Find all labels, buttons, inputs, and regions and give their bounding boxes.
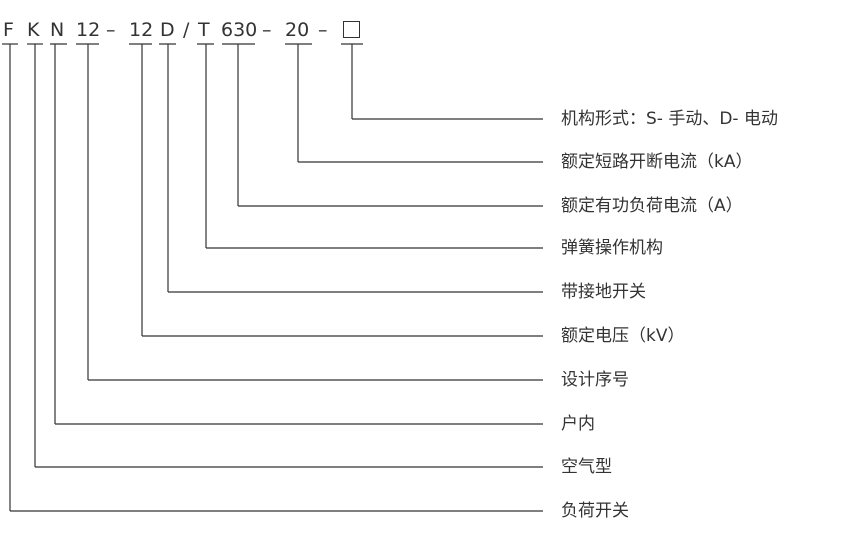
desc-rated-short-circuit: 额定短路开断电流（kA） (561, 152, 753, 172)
desc-mechanism-form: 机构形式：S- 手动、D- 电动 (561, 109, 778, 129)
desc-design-serial: 设计序号 (561, 370, 629, 390)
desc-spring-mechanism: 弹簧操作机构 (561, 238, 663, 258)
code-F: F (3, 19, 14, 41)
code-current: 630 (221, 19, 258, 41)
desc-indoor: 户内 (561, 414, 595, 434)
code-break-current: 20 (285, 19, 310, 41)
mechanism-placeholder-box (343, 21, 360, 38)
code-N: N (50, 19, 65, 41)
desc-load-switch: 负荷开关 (561, 501, 629, 521)
code-dash-1: – (106, 19, 116, 41)
code-D: D (160, 19, 175, 41)
code-dash-2: – (262, 19, 272, 41)
code-slash: / (183, 19, 190, 41)
desc-air-type: 空气型 (561, 457, 612, 477)
code-K: K (27, 19, 40, 41)
code-T: T (198, 19, 210, 41)
desc-rated-voltage: 额定电压（kV） (561, 326, 685, 346)
desc-earthing-switch: 带接地开关 (561, 282, 646, 302)
code-dash-3: – (318, 19, 328, 41)
desc-rated-active-load: 额定有功负荷电流（A） (561, 196, 743, 216)
code-voltage: 12 (129, 19, 154, 41)
code-design-no: 12 (76, 19, 101, 41)
